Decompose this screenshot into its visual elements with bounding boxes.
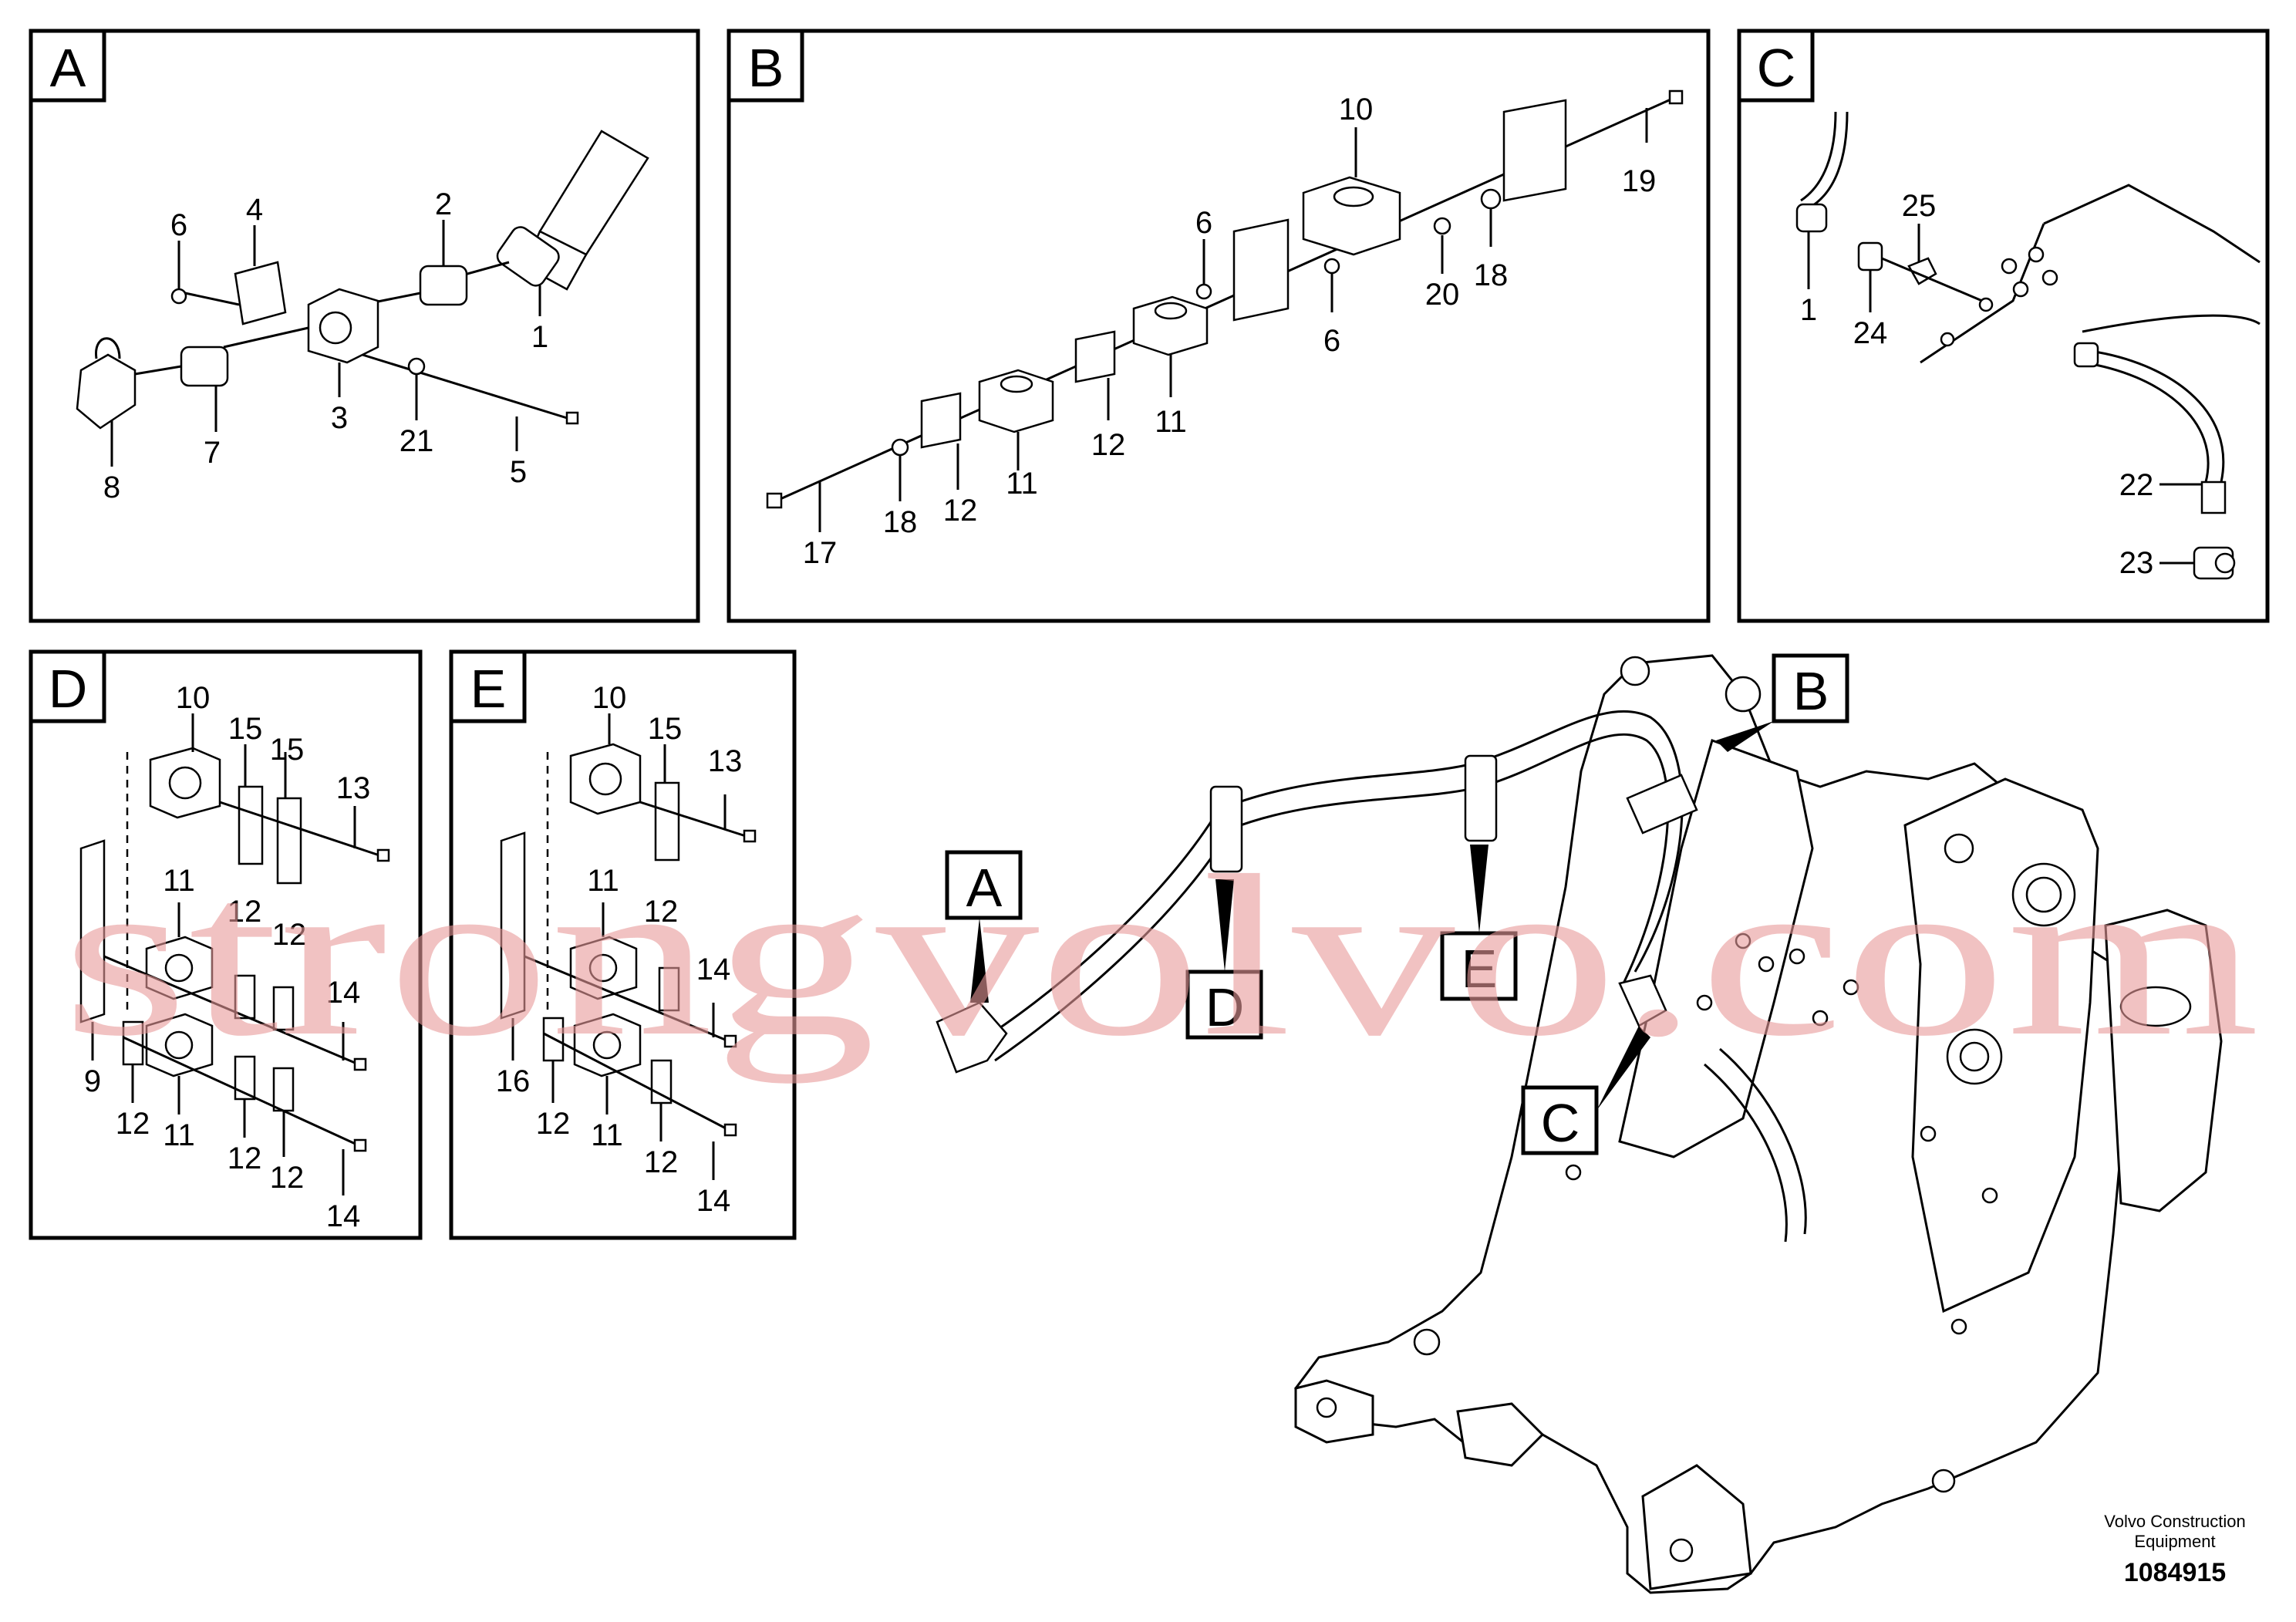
callout-d-14-upper: 14: [326, 976, 361, 1010]
callout-d-15-left: 15: [228, 712, 263, 746]
callout-a-4: 4: [246, 193, 263, 227]
callout-b-12-lower: 12: [943, 494, 978, 528]
callout-b-11-lower: 11: [1006, 467, 1038, 501]
main-tag-e-letter: E: [1462, 939, 1498, 999]
callout-b-19: 19: [1622, 164, 1657, 198]
callout-a-7: 7: [204, 436, 221, 470]
callout-e-15: 15: [648, 712, 683, 746]
callout-d-13: 13: [336, 771, 371, 805]
watermark: strongvolvo.com: [62, 828, 2260, 1084]
callout-a-5: 5: [510, 455, 527, 489]
callout-e-16: 16: [496, 1064, 531, 1098]
callout-b-17: 17: [803, 536, 838, 570]
footer-brand-line2: Equipment: [2134, 1532, 2215, 1551]
callout-e-11-upper: 11: [587, 864, 619, 898]
callout-a-2: 2: [435, 187, 452, 221]
callout-e-14-upper: 14: [696, 953, 731, 986]
main-tag-a: A: [945, 850, 1023, 1003]
callout-b-12-upper: 12: [1091, 428, 1126, 462]
callout-c-25: 25: [1902, 189, 1937, 223]
callout-a-8: 8: [103, 470, 120, 504]
callout-a-6: 6: [170, 208, 187, 242]
drawing-number: 1084915: [2124, 1558, 2226, 1587]
footer: Volvo Construction Equipment 1084915: [2104, 1512, 2245, 1587]
callout-c-24: 24: [1853, 316, 1888, 350]
callout-d-14-lower: 14: [326, 1199, 361, 1233]
main-tag-a-letter: A: [966, 858, 1003, 918]
main-assembly: [936, 654, 2223, 1594]
panel-e: E 10 15 13 11: [449, 649, 797, 1240]
callout-b-18-upper: 18: [1474, 258, 1509, 292]
callout-b-10: 10: [1339, 93, 1374, 126]
callout-e-13: 13: [708, 744, 743, 778]
callout-d-11-upper: 11: [163, 864, 195, 898]
main-tag-c: C: [1521, 1026, 1650, 1155]
callout-d-11-lower: 11: [163, 1118, 195, 1152]
main-tag-d-letter: D: [1205, 977, 1245, 1037]
callout-b-6-lower: 6: [1323, 324, 1340, 358]
callout-b-20: 20: [1425, 278, 1460, 312]
callout-c-1: 1: [1800, 293, 1817, 327]
main-tag-d: D: [1185, 879, 1263, 1040]
panel-a: A 6 4: [29, 29, 700, 623]
main-tag-b: B: [1716, 653, 1849, 752]
panel-b: B 10: [727, 29, 1711, 623]
callout-e-12-b: 12: [644, 1145, 679, 1179]
callout-e-12-upper: 12: [644, 895, 679, 929]
panel-a-letter: A: [50, 38, 86, 98]
panel-d: D: [29, 649, 423, 1240]
callout-e-10: 10: [592, 681, 627, 715]
callout-d-15-right: 15: [270, 733, 305, 767]
callout-d-12-c: 12: [116, 1107, 150, 1141]
panel-d-letter: D: [49, 659, 88, 719]
callout-a-21: 21: [400, 424, 434, 458]
callout-d-12-d: 12: [228, 1141, 262, 1175]
callout-d-10: 10: [176, 681, 211, 715]
main-tag-b-letter: B: [1793, 661, 1829, 721]
callout-e-14-lower: 14: [696, 1184, 731, 1218]
panel-c-letter: C: [1757, 38, 1796, 98]
callout-c-23: 23: [2119, 546, 2154, 580]
callout-d-9: 9: [84, 1064, 101, 1098]
callout-b-11-upper: 11: [1155, 405, 1187, 439]
callout-d-12-b: 12: [272, 918, 307, 952]
main-tag-c-letter: C: [1541, 1093, 1580, 1153]
callout-c-22: 22: [2119, 468, 2154, 502]
callout-e-12-a: 12: [536, 1107, 571, 1141]
callout-b-6-upper: 6: [1195, 206, 1212, 240]
callout-a-3: 3: [331, 401, 348, 435]
panel-b-letter: B: [748, 38, 784, 98]
panel-e-letter: E: [470, 659, 507, 719]
callout-e-11-lower: 11: [591, 1118, 623, 1152]
callout-a-1: 1: [531, 320, 548, 354]
callout-d-12-a: 12: [228, 895, 262, 929]
footer-brand-line1: Volvo Construction: [2104, 1512, 2245, 1531]
callout-b-18-lower: 18: [883, 505, 918, 539]
callout-d-12-e: 12: [270, 1161, 305, 1195]
panel-c: C 1 24 25 22 23: [1737, 29, 2270, 623]
main-tag-e: E: [1440, 845, 1518, 1001]
